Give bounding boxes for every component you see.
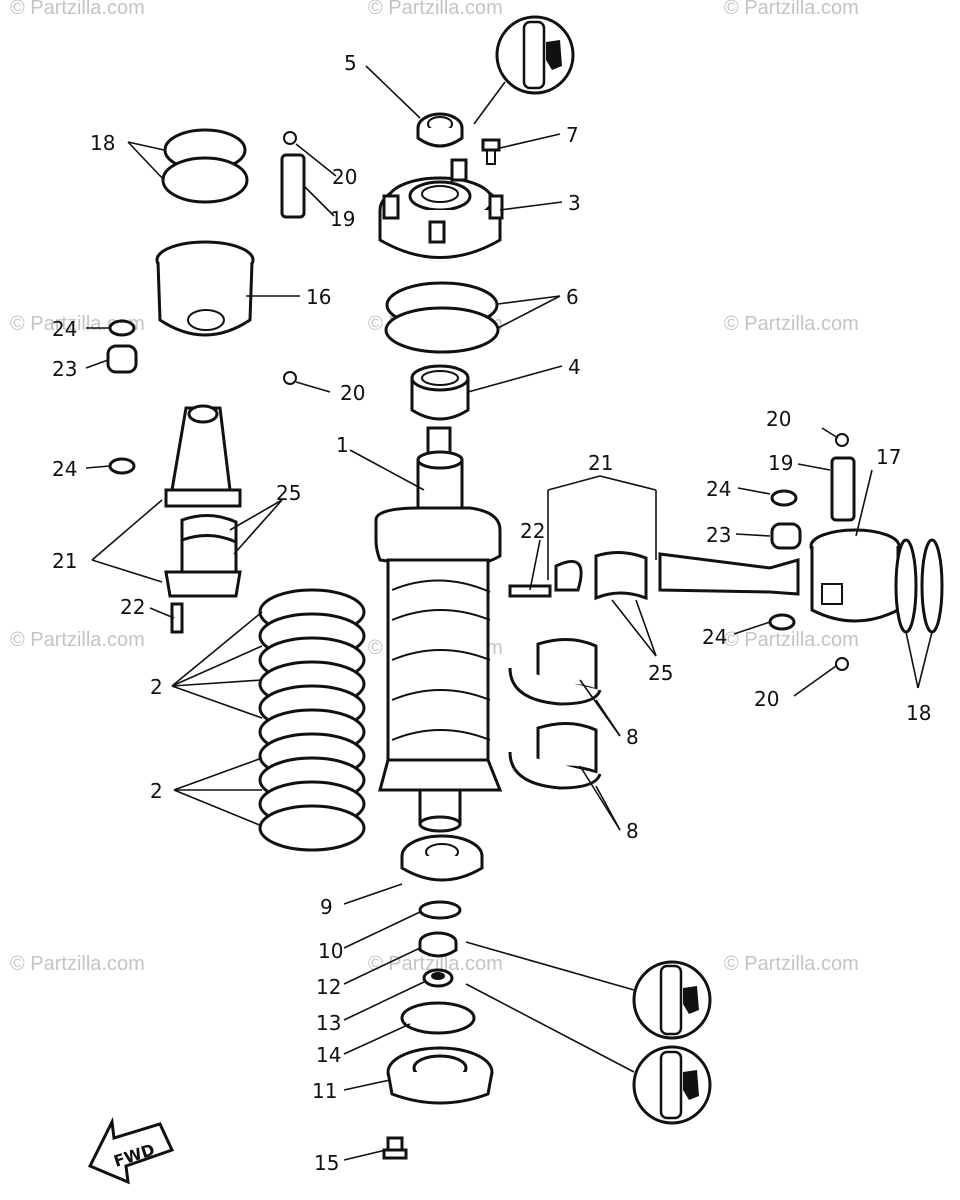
main-bearing-halves: [508, 638, 602, 790]
right-piston-assembly: [508, 433, 944, 671]
upper-bearing-housing: [378, 158, 504, 259]
callout-label: 18: [90, 131, 115, 155]
lower-bearing-housing: [386, 1046, 494, 1105]
o-ring-lower: [400, 1001, 476, 1035]
callout-label: 8: [626, 725, 639, 749]
ball-bearing: [400, 834, 484, 882]
watermark: © Partzilla.com: [10, 629, 145, 651]
callout-label: 18: [906, 701, 931, 725]
callout-label: 13: [316, 1011, 341, 1035]
callout-label: 22: [520, 519, 545, 543]
watermark: © Partzilla.com: [10, 953, 145, 975]
needle-bearing: [410, 364, 470, 421]
callout-label: 2: [150, 675, 163, 699]
oil-seals-lower: [418, 931, 458, 988]
callout-label: 22: [120, 595, 145, 619]
callout-label: 24: [52, 457, 77, 481]
watermark: © Partzilla.com: [724, 313, 859, 335]
o-rings: [384, 281, 500, 354]
callout-label: 20: [332, 165, 357, 189]
callout-label: 19: [768, 451, 793, 475]
callout-label: 25: [648, 661, 673, 685]
watermark: © Partzilla.com: [724, 953, 859, 975]
callout-label: 24: [52, 317, 77, 341]
grease-tube-icon: [465, 941, 712, 1040]
bolt: [481, 138, 501, 165]
watermark: © Partzilla.com: [724, 629, 859, 651]
bolt-lower: [382, 1136, 408, 1160]
watermark: © Partzilla.com: [368, 0, 503, 19]
callout-label: 24: [706, 477, 731, 501]
oil-seal: [416, 112, 464, 148]
grease-tube-icon: [473, 15, 575, 125]
callout-label: 23: [706, 523, 731, 547]
callout-label: 2: [150, 779, 163, 803]
watermark: © Partzilla.com: [10, 0, 145, 19]
callout-label: 12: [316, 975, 341, 999]
circlip: [418, 900, 462, 920]
piston-ring-stack: [258, 588, 366, 852]
callout-label: 11: [312, 1079, 337, 1103]
callout-label: 23: [52, 357, 77, 381]
crankshaft: [374, 426, 503, 833]
callout-label: 1: [336, 433, 349, 457]
callout-label: 20: [766, 407, 791, 431]
callout-label: 21: [52, 549, 77, 573]
callout-label: 3: [568, 191, 581, 215]
callout-label: 20: [340, 381, 365, 405]
callout-label: 17: [876, 445, 901, 469]
callout-label: 25: [276, 481, 301, 505]
leader-lines: [85, 65, 933, 1161]
callout-label: 8: [626, 819, 639, 843]
callout-label: 4: [568, 355, 581, 379]
watermark: © Partzilla.com: [724, 0, 859, 19]
callout-label: 14: [316, 1043, 341, 1067]
grease-tube-icon: [465, 983, 712, 1125]
fwd-arrow-icon: FWD: [87, 1116, 175, 1185]
callout-label: 5: [344, 51, 357, 75]
callout-label: 19: [330, 207, 355, 231]
callout-label: 7: [566, 123, 579, 147]
left-piston-assembly: [106, 128, 306, 634]
callout-label: 16: [306, 285, 331, 309]
callout-labels: 5 7 3 6 4 1 18 20 19 16 20 24 23 24 25 2…: [52, 51, 931, 1175]
callout-label: 6: [566, 285, 579, 309]
callout-label: 10: [318, 939, 343, 963]
callout-label: 9: [320, 895, 333, 919]
callout-label: 24: [702, 625, 727, 649]
callout-label: 15: [314, 1151, 339, 1175]
callout-label: 20: [754, 687, 779, 711]
watermark: © Partzilla.com: [368, 953, 503, 975]
callout-label: 21: [588, 451, 613, 475]
